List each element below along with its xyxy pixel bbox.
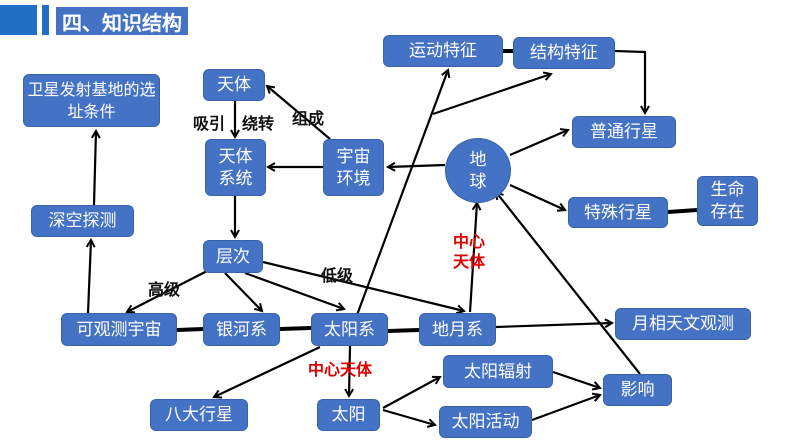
node-life: 生命存在 [697, 176, 758, 226]
page-title: 四、知识结构 [56, 7, 188, 35]
node-eight-planets: 八大行星 [150, 399, 248, 431]
link-special-life [667, 208, 698, 214]
node-solar-activity: 太阳活动 [439, 406, 532, 438]
label-high-level: 高级 [148, 280, 181, 299]
arrow-influence-to-earth [496, 192, 641, 375]
label-center-body-sun: 中心天体 [308, 360, 373, 379]
arrow-radiation-to-influence [552, 370, 600, 388]
node-moon-phase-observation: 月相天文观测 [615, 308, 751, 340]
node-influence: 影响 [603, 374, 672, 406]
node-solar-system: 太阳系 [311, 313, 388, 346]
arrow-earth-to-special [509, 183, 565, 210]
arrow-solar-to-motion [355, 70, 448, 316]
arrow-solar-to-sun [349, 345, 350, 396]
arrow-activity-to-influence [531, 395, 600, 422]
node-celestial-body: 天体 [203, 69, 265, 101]
label-low-level: 低级 [321, 266, 354, 285]
node-ordinary-planet: 普通行星 [572, 116, 676, 148]
arrow-env-to-body [267, 86, 331, 140]
node-solar-radiation: 太阳辐射 [443, 355, 553, 388]
node-cosmic-environment: 宇宙环境 [323, 139, 384, 196]
node-milky-way: 银河系 [203, 313, 280, 346]
arrow-structure-to-ordinary [614, 49, 645, 113]
arrow-sun-to-activity [382, 408, 435, 425]
arrow-deepspace-to-satellite [94, 131, 96, 206]
header-accent-block [0, 5, 37, 35]
link-milkyway-solar [279, 326, 312, 331]
node-levels: 层次 [203, 240, 263, 273]
arrow-levels-to-earthmoon [262, 260, 464, 311]
arrow-solar-to-planets [214, 346, 321, 397]
arrow-levels-to-observable [127, 269, 210, 312]
node-motion-features: 运动特征 [383, 35, 503, 67]
label-compose: 组成 [292, 109, 325, 128]
arrow-levels-to-solar [244, 271, 344, 309]
link-solar-earthmoon [387, 328, 420, 333]
arrow-levels-to-milkyway [224, 272, 262, 311]
arrow-earth-to-ordinary [509, 130, 568, 157]
node-special-planet: 特殊行星 [568, 197, 668, 228]
node-sun: 太阳 [317, 399, 380, 431]
node-observable-universe: 可观测宇宙 [61, 313, 177, 346]
arrow-sun-to-radiation [382, 377, 440, 409]
node-structure-features: 结构特征 [513, 37, 615, 69]
arrow-branch-to-structure [432, 74, 551, 116]
node-deep-space: 深空探测 [31, 205, 134, 237]
node-satellite-launch-site: 卫星发射基地的选址条件 [23, 74, 160, 127]
arrow-observable-to-deepspace [88, 240, 91, 314]
node-earth-moon-system: 地月系 [419, 313, 496, 346]
arrow-earthmoon-to-earth [468, 203, 477, 313]
label-orbit: 绕转 [242, 114, 275, 133]
node-earth: 地球 [445, 138, 511, 203]
arrow-earth-to-env [388, 165, 446, 167]
node-celestial-system: 天体系统 [205, 139, 266, 196]
arrow-earthmoon-to-moonphase [495, 323, 612, 329]
link-observable-milkyway [176, 327, 204, 332]
header-accent-bar [42, 5, 49, 35]
label-attract: 吸引 [193, 114, 226, 133]
label-center-body-earth: 中心天体 [453, 232, 486, 271]
